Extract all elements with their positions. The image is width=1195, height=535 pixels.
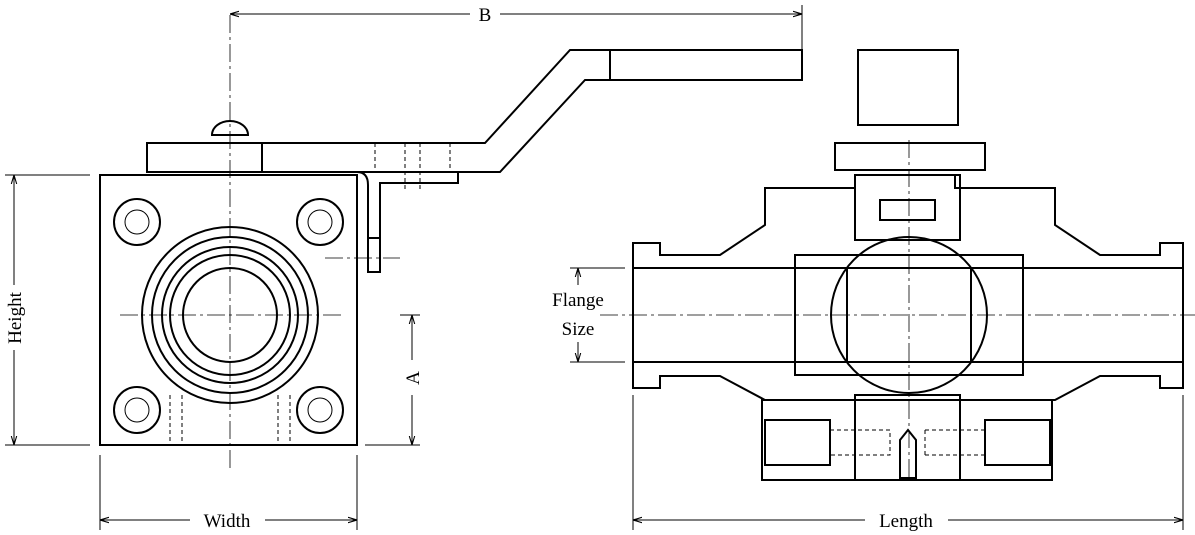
dimension-flange-size: Flange Size [552, 267, 625, 363]
handle-hub [146, 142, 263, 173]
valve-body-square [99, 174, 358, 446]
dimension-height-label: Height [5, 291, 26, 343]
handle-grip [609, 49, 803, 81]
dimension-height: Height [5, 174, 90, 446]
stem-cap [857, 49, 959, 126]
flange-size-label-line2: Size [562, 319, 595, 340]
dimension-a-label: A [403, 371, 424, 385]
section-view [600, 49, 1195, 481]
dimension-b: B [230, 5, 803, 50]
handle-nut [210, 120, 250, 136]
front-view [99, 15, 803, 470]
handle-lever [262, 49, 611, 173]
dimension-width: Width [99, 455, 358, 532]
dimension-a: A [365, 314, 424, 446]
bolt-holes [113, 198, 344, 434]
valve-body [632, 174, 1184, 401]
bottom-block [761, 399, 1053, 481]
dimension-length-label: Length [879, 511, 933, 532]
dimension-length: Length [632, 395, 1184, 532]
dimension-width-label: Width [204, 511, 251, 532]
dimension-b-label: B [479, 5, 492, 26]
flange-size-label-line1: Flange [552, 290, 604, 311]
stop-bracket [356, 171, 459, 273]
